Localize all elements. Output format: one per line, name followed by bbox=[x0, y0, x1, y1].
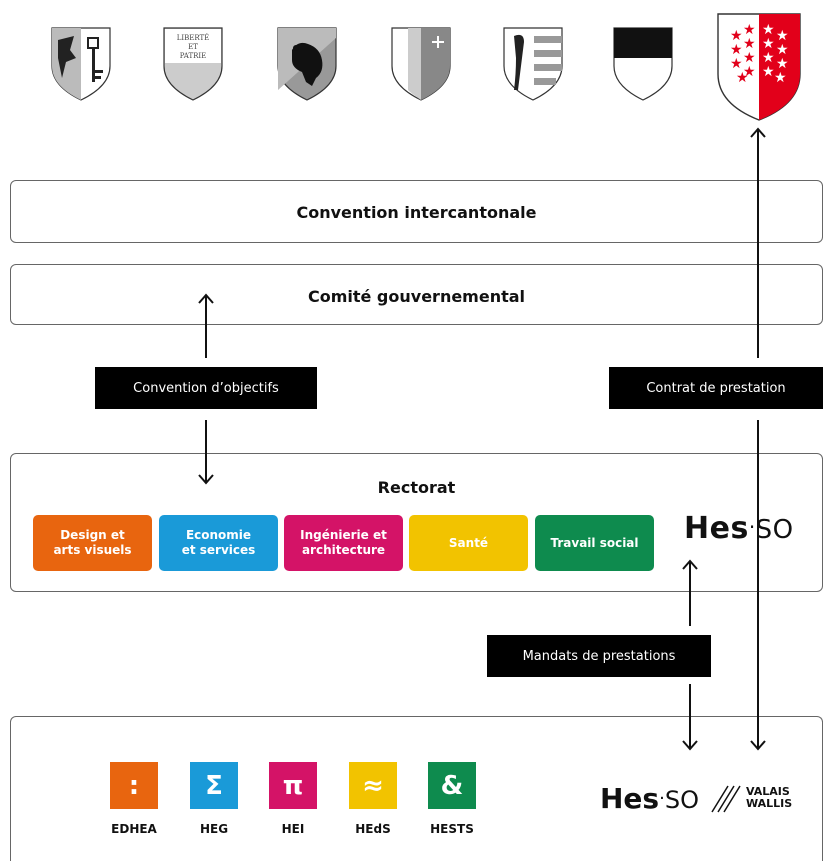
fribourg-coat-of-arms-icon bbox=[613, 27, 673, 101]
svg-text:★: ★ bbox=[776, 42, 789, 58]
school-name-hei: HEI bbox=[281, 822, 305, 836]
mandats-prestations-label: Mandats de prestations bbox=[487, 635, 711, 677]
svg-text:★: ★ bbox=[776, 56, 789, 72]
comite-gouvernemental-title: Comité gouvernemental bbox=[307, 287, 526, 306]
hei-icon: π bbox=[269, 762, 317, 809]
jura-coat-of-arms-icon bbox=[503, 27, 563, 101]
faculty-ingenierie: Ingénierie et architecture bbox=[284, 515, 403, 571]
slash-mark-icon bbox=[711, 785, 741, 813]
svg-text:PATRIE: PATRIE bbox=[180, 52, 207, 60]
faculty-design: Design et arts visuels bbox=[33, 515, 152, 571]
school-name-hests: HESTS bbox=[430, 822, 474, 836]
svg-text:★: ★ bbox=[736, 70, 749, 86]
svg-text:★: ★ bbox=[762, 36, 775, 52]
hests-icon: & bbox=[428, 762, 476, 809]
neuchatel-coat-of-arms-icon: LIBERTÉ ET PATRIE bbox=[163, 27, 223, 101]
svg-text:★: ★ bbox=[762, 50, 775, 66]
valais-coat-of-arms-icon: ★★ ★★ ★★ ★★ ★★ ★★ ★★ ★★ bbox=[717, 13, 801, 121]
svg-text:★: ★ bbox=[743, 64, 756, 80]
rectorat-title: Rectorat bbox=[377, 478, 456, 497]
svg-text:★: ★ bbox=[730, 56, 743, 72]
school-name-edhea: EDHEA bbox=[111, 822, 157, 836]
hes-so-valais-logo: Hes·SO bbox=[600, 782, 699, 815]
bern-coat-of-arms-icon bbox=[277, 27, 337, 101]
heg-icon: Σ bbox=[190, 762, 238, 809]
svg-text:★: ★ bbox=[762, 64, 775, 80]
school-name-heg: HEG bbox=[199, 822, 229, 836]
school-name-heds: HEdS bbox=[355, 822, 391, 836]
svg-text:ET: ET bbox=[188, 43, 198, 51]
svg-text:★: ★ bbox=[762, 22, 775, 38]
vaud-coat-of-arms-icon bbox=[391, 27, 451, 101]
faculty-travail-social: Travail social bbox=[535, 515, 654, 571]
coats-of-arms-row: LIBERTÉ ET PATRIE ★★ ★★ ★★ bbox=[51, 13, 801, 121]
geneva-coat-of-arms-icon bbox=[51, 27, 111, 101]
hes-so-logo: Hes·SO bbox=[684, 511, 794, 546]
svg-text:★: ★ bbox=[730, 28, 743, 44]
faculty-sante: Santé bbox=[409, 515, 528, 571]
contrat-prestation-label: Contrat de prestation bbox=[609, 367, 823, 409]
convention-intercantonale-box: Convention intercantonale bbox=[10, 180, 823, 243]
edhea-icon: : bbox=[110, 762, 158, 809]
svg-text:★: ★ bbox=[776, 28, 789, 44]
heds-icon: ≈ bbox=[349, 762, 397, 809]
svg-text:★: ★ bbox=[743, 36, 756, 52]
convention-intercantonale-title: Convention intercantonale bbox=[296, 203, 537, 222]
svg-text:★: ★ bbox=[774, 70, 787, 86]
comite-gouvernemental-box: Comité gouvernemental bbox=[10, 264, 823, 325]
valais-wallis-wordmark: VALAIS WALLIS bbox=[746, 785, 793, 810]
convention-objectifs-label: Convention d’objectifs bbox=[95, 367, 317, 409]
svg-text:LIBERTÉ: LIBERTÉ bbox=[177, 33, 210, 42]
faculty-economie: Economie et services bbox=[159, 515, 278, 571]
svg-text:★: ★ bbox=[743, 50, 756, 66]
svg-text:★: ★ bbox=[730, 42, 743, 58]
svg-text:★: ★ bbox=[743, 22, 756, 38]
